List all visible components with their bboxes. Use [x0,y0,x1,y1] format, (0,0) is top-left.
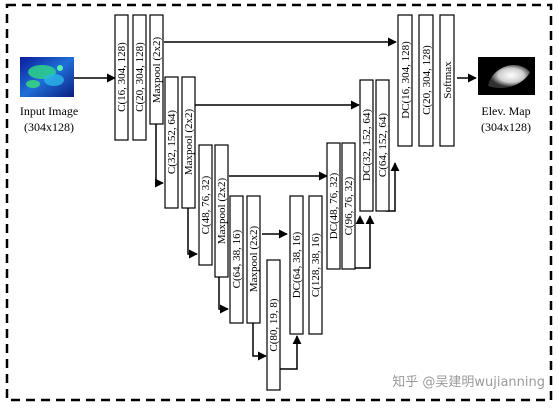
conv-block-d6-label: C(64, 152, 64) [377,113,389,178]
dashed-frame [5,3,553,402]
conv-block-e6 [198,144,213,266]
elevation-map-size: (304x128) [481,120,531,134]
encoder-stage-1: C(16, 304, 128) C(20, 304, 128) Maxpool … [114,14,164,141]
maxpool-block-e7 [214,144,229,278]
encoder-stage-2: C(32, 152, 64) Maxpool (2x2) [164,76,196,209]
bottleneck-stage: C(80, 19, 8) [266,259,281,391]
deconv-block-d3 [326,142,341,270]
conv-block-e2-label: C(20, 304, 128) [134,42,146,112]
conv-block-d8-label: C(20, 304, 128) [421,45,433,115]
encoder-stage-3: C(48, 76, 32) Maxpool (2x2) [198,144,229,278]
conv-block-d4-label: C(96, 76, 32) [343,176,355,235]
conv-block-d6 [375,79,390,212]
conv-block-e4-label: C(32, 152, 64) [166,110,178,175]
conv-block-e1 [114,14,129,141]
decoder-stage-1: DC(16, 304, 128) C(20, 304, 128) Softmax [397,14,455,147]
maxpool-block-e7-label: Maxpool (2x2) [216,178,228,245]
maxpool-block-e9-label: Maxpool (2x2) [248,226,260,293]
deconv-block-d1 [289,195,304,335]
softmax-block-d9 [439,14,455,147]
conv-block-e1-label: C(16, 304, 128) [116,42,128,112]
deconv-block-d5 [359,79,374,212]
conv-block-e2 [132,14,147,141]
conv-block-d8 [418,14,434,147]
conv-block-e8 [229,195,244,324]
maxpool-block-e3-label: Maxpool (2x2) [151,37,163,104]
conv-block-d2-label: C(128, 38, 16) [310,233,322,298]
encoder-stage-4: C(64, 38, 16) Maxpool (2x2) [229,195,261,324]
conv-block-d4 [341,142,356,270]
deconv-block-d5-label: DC(32, 152, 64) [361,109,373,181]
elevation-map-image [478,57,535,95]
maxpool-block-e5 [181,76,196,209]
conv-block-e6-label: C(48, 76, 32) [200,175,212,234]
input-image [20,57,74,97]
input-image-label: Input Image [20,104,78,118]
conv-block-e4 [164,76,179,209]
conv-block-e8-label: C(64, 38, 16) [231,229,243,288]
decoder-stage-4: DC(64, 38, 16) C(128, 38, 16) [289,195,323,335]
deconv-block-d7-label: DC(16, 304, 128) [400,41,412,119]
maxpool-block-e5-label: Maxpool (2x2) [183,109,195,176]
softmax-block-d9-label: Softmax [442,61,454,99]
input-image-size: (304x128) [24,120,74,134]
elevation-map-label: Elev. Map [481,104,530,118]
connectors [74,37,477,370]
maxpool-block-e9 [246,195,261,324]
watermark-text: 知乎 @吴建明wujianning [392,374,545,390]
deconv-block-d7 [397,14,413,147]
decoder-stage-3: DC(48, 76, 32) C(96, 76, 32) [326,142,356,270]
conv-block-b1-label: C(80, 19, 8) [268,298,280,352]
conv-block-b1 [266,259,281,391]
deconv-block-d1-label: DC(64, 38, 16) [291,231,303,298]
conv-block-d2 [308,195,323,335]
maxpool-block-e3 [149,14,164,125]
decoder-stage-2: DC(32, 152, 64) C(64, 152, 64) [359,79,390,212]
deconv-block-d3-label: DC(48, 76, 32) [328,172,340,239]
